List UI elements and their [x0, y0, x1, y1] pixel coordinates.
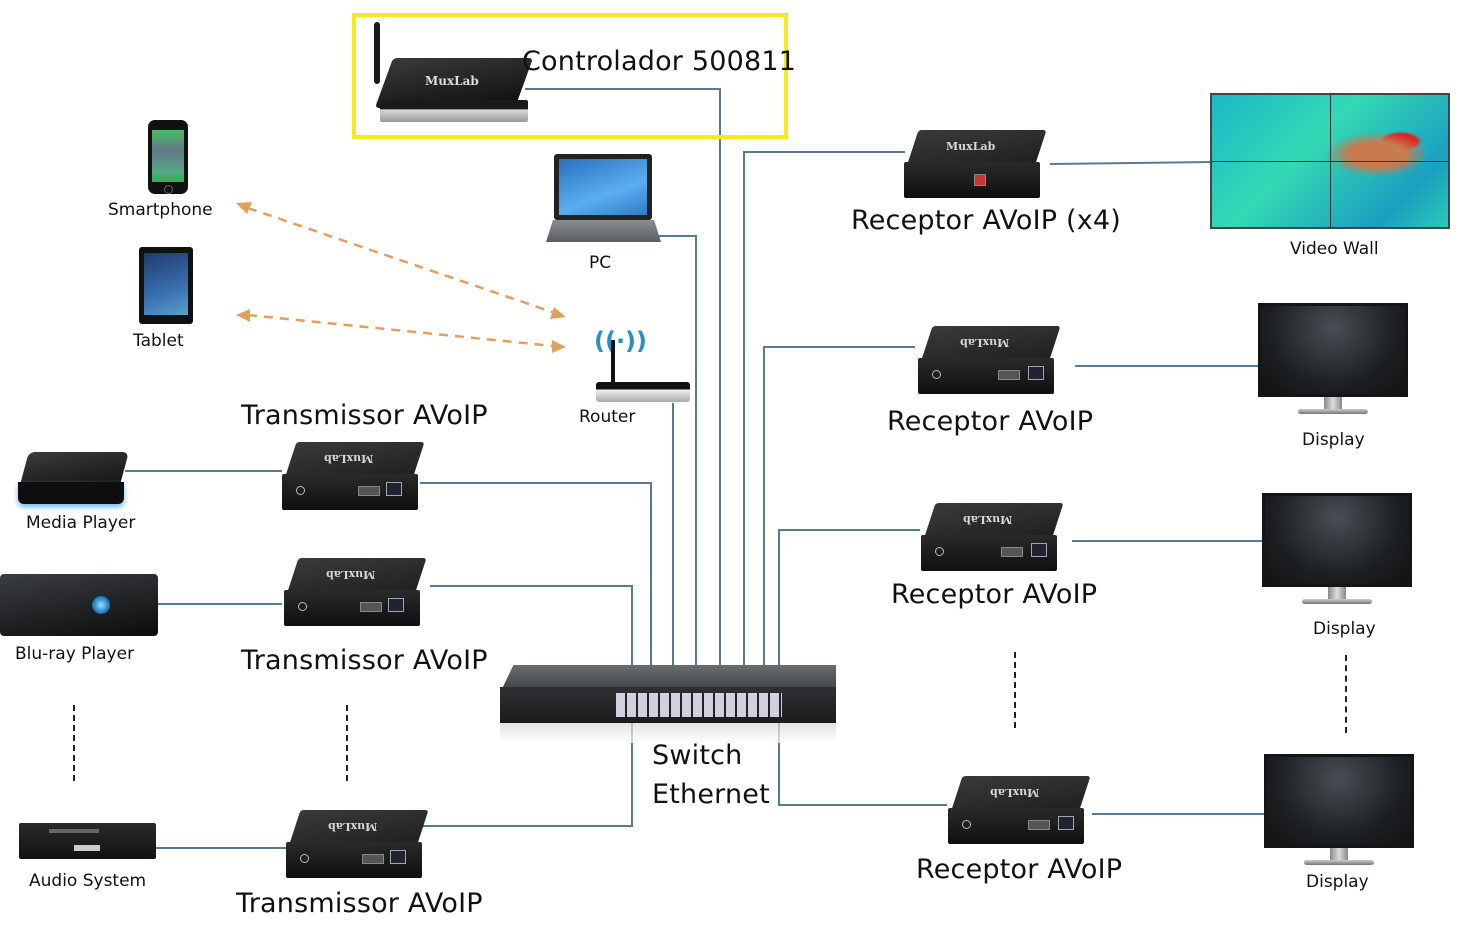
pc-label: PC: [589, 253, 612, 273]
router-label: Router: [579, 407, 636, 427]
brand-logo: MuxLab: [328, 820, 378, 833]
wire-rx1: [763, 346, 915, 700]
tablet-icon[interactable]: [139, 247, 193, 324]
receiver-label: Receptor AVoIP (x4): [851, 205, 1122, 236]
bluray-player-icon[interactable]: [0, 574, 158, 636]
receiver-device-icon[interactable]: MuxLab: [904, 130, 1047, 200]
receiver-device-icon[interactable]: MuxLab: [948, 776, 1091, 846]
wire-videowall: [1049, 161, 1213, 165]
arrow-head-icon: [550, 307, 566, 319]
transmitter-device-icon[interactable]: MuxLab: [284, 558, 427, 628]
transmitter-device-icon[interactable]: MuxLab: [286, 810, 429, 880]
audio-system-icon[interactable]: [19, 823, 156, 859]
display-label: Display: [1306, 872, 1369, 892]
wireless-link-tablet: [247, 313, 554, 348]
transmitter-label: Transmissor AVoIP: [236, 888, 483, 919]
arrow-head-icon: [236, 202, 252, 214]
receiver-device-icon[interactable]: MuxLab: [918, 326, 1061, 396]
receiver-label: Receptor AVoIP: [891, 579, 1098, 610]
display-label: Display: [1313, 619, 1376, 639]
brand-logo: MuxLab: [326, 568, 376, 581]
tablet-label: Tablet: [133, 331, 184, 351]
switch-label-line1: Switch: [652, 740, 743, 771]
wire-tx3: [410, 715, 633, 827]
switch-label-line2: Ethernet: [652, 779, 770, 810]
receiver-device-icon[interactable]: MuxLab: [921, 503, 1064, 573]
brand-logo: MuxLab: [960, 336, 1010, 349]
more-sources-ellipsis: [73, 705, 75, 781]
smartphone-label: Smartphone: [108, 200, 213, 220]
wire-rx3: [778, 715, 947, 806]
brand-logo: MuxLab: [425, 74, 479, 88]
brand-logo: MuxLab: [946, 140, 996, 153]
wire-controller: [525, 88, 721, 700]
display-monitor-icon[interactable]: [1262, 493, 1412, 613]
wire-tx1: [420, 482, 652, 700]
smartphone-icon[interactable]: [148, 120, 188, 194]
more-receivers-ellipsis: [1014, 652, 1016, 728]
laptop-icon[interactable]: [546, 154, 661, 246]
brand-logo: MuxLab: [324, 452, 374, 465]
arrow-head-icon: [552, 340, 566, 353]
wire-pc: [655, 235, 697, 700]
wireless-link-smartphone: [247, 206, 556, 315]
audio-system-label: Audio System: [29, 871, 147, 891]
transmitter-label: Transmissor AVoIP: [241, 645, 488, 676]
bluray-player-label: Blu-ray Player: [15, 644, 135, 664]
display-monitor-icon[interactable]: [1258, 303, 1408, 423]
media-player-icon[interactable]: [18, 452, 129, 510]
media-player-label: Media Player: [26, 513, 136, 533]
ethernet-switch-icon[interactable]: [500, 665, 838, 745]
router-icon[interactable]: ((·)): [592, 326, 692, 406]
display-monitor-icon[interactable]: [1264, 754, 1414, 874]
transmitter-label: Transmissor AVoIP: [241, 400, 488, 431]
wire-rx-videowall: [743, 151, 905, 700]
arrow-head-icon: [236, 309, 250, 322]
wifi-signal-icon: ((·)): [594, 327, 647, 355]
display-label: Display: [1302, 430, 1365, 450]
controller-label: Controlador 500811: [522, 46, 797, 77]
controller-device-icon[interactable]: MuxLab: [370, 22, 534, 134]
controller-highlight-box: [352, 13, 788, 139]
receiver-label: Receptor AVoIP: [916, 854, 1123, 885]
wire-rx2: [778, 529, 920, 700]
more-displays-ellipsis: [1345, 655, 1347, 733]
brand-logo: MuxLab: [990, 786, 1040, 799]
wire-tx2: [430, 585, 633, 700]
receiver-label: Receptor AVoIP: [887, 406, 1094, 437]
video-wall-label: Video Wall: [1290, 239, 1379, 259]
transmitter-device-icon[interactable]: MuxLab: [282, 442, 425, 512]
more-transmitters-ellipsis: [346, 705, 348, 781]
brand-logo: MuxLab: [963, 513, 1013, 526]
video-wall-icon[interactable]: [1210, 93, 1450, 229]
